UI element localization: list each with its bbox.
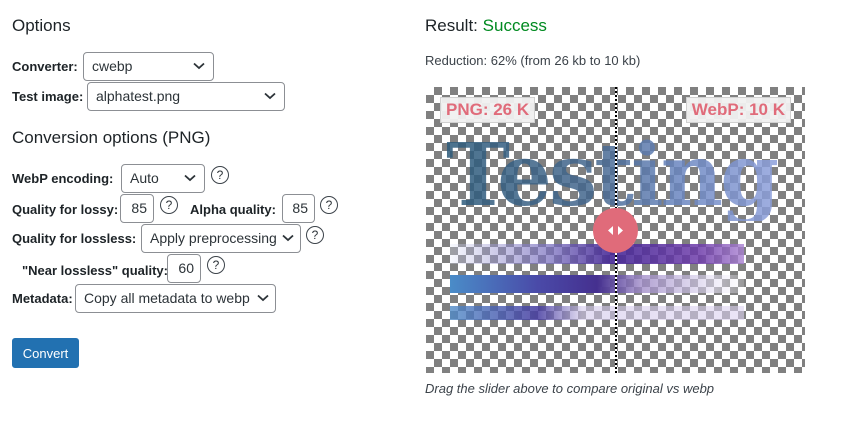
test-image-text: Testing [446, 125, 780, 226]
quality-lossy-input[interactable]: 85 [120, 194, 154, 223]
near-lossless-label: "Near lossless" quality: [22, 263, 168, 278]
result-heading: Result: Success [425, 16, 547, 36]
help-icon-quality-lossless[interactable]: ? [306, 226, 324, 244]
chevron-down-icon [184, 174, 196, 182]
webp-size-tag: WebP: 10 K [685, 97, 791, 123]
alpha-quality-input[interactable]: 85 [282, 194, 315, 223]
gradient-bar-3 [450, 306, 744, 320]
quality-lossy-label: Quality for lossy: [12, 202, 119, 217]
help-icon-alpha-quality[interactable]: ? [320, 196, 338, 214]
test-image-value: alphatest.png [96, 88, 181, 104]
converter-select[interactable]: cwebp [83, 52, 214, 81]
quality-lossless-select[interactable]: Apply preprocessing [141, 224, 301, 253]
webp-encoding-select[interactable]: Auto [121, 164, 205, 193]
slider-handle[interactable] [593, 208, 638, 253]
test-image-label: Test image: [12, 89, 84, 104]
comparison-viewer[interactable]: Testing PNG: 26 K WebP: 10 K [426, 87, 805, 373]
near-lossless-input[interactable]: 60 [167, 254, 201, 283]
gradient-bar-2 [450, 275, 744, 293]
alpha-quality-label: Alpha quality: [190, 202, 276, 217]
converter-label: Converter: [12, 59, 78, 74]
gradient-bar-1 [450, 244, 744, 264]
webp-encoding-label: WebP encoding: [12, 171, 114, 186]
convert-button[interactable]: Convert [12, 338, 79, 368]
reduction-text: Reduction: 62% (from 26 kb to 10 kb) [425, 53, 641, 68]
options-heading: Options [12, 16, 71, 35]
png-size-tag: PNG: 26 K [440, 97, 536, 123]
metadata-label: Metadata: [12, 291, 73, 306]
converter-value: cwebp [92, 58, 133, 74]
metadata-select[interactable]: Copy all metadata to webp [75, 284, 276, 313]
arrows-left-right-icon [608, 226, 623, 235]
conversion-options-heading: Conversion options (PNG) [12, 128, 211, 147]
webp-encoding-value: Auto [130, 170, 159, 186]
result-status: Success [482, 16, 547, 35]
quality-lossless-value: Apply preprocessing [150, 230, 277, 246]
help-icon-webp-encoding[interactable]: ? [211, 166, 229, 184]
quality-lossless-label: Quality for lossless: [12, 231, 137, 246]
chevron-down-icon [193, 62, 205, 70]
test-image-select[interactable]: alphatest.png [87, 82, 285, 111]
result-label: Result: [425, 16, 478, 35]
chevron-down-icon [282, 234, 294, 242]
help-icon-near-lossless[interactable]: ? [207, 256, 225, 274]
help-icon-quality-lossy[interactable]: ? [160, 196, 178, 214]
chevron-down-icon [264, 92, 276, 100]
metadata-value: Copy all metadata to webp [84, 290, 250, 306]
slider-caption: Drag the slider above to compare origina… [425, 381, 715, 396]
chevron-down-icon [257, 294, 269, 302]
